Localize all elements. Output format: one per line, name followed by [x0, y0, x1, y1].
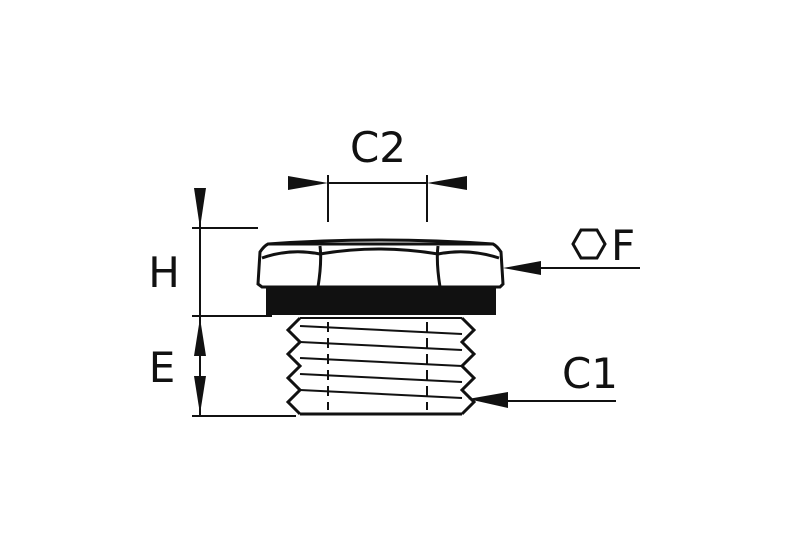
e-label: E	[149, 343, 176, 392]
e-arrow-top	[194, 318, 206, 356]
thread-crest-3	[299, 357, 463, 367]
hex-flat-edge-left	[316, 245, 323, 288]
callout-f: F	[503, 221, 640, 275]
h-label: H	[148, 248, 180, 297]
hexagon-icon	[571, 228, 607, 260]
c2-arrow-left	[288, 176, 328, 190]
thread-profile-left	[285, 316, 303, 416]
sealing-washer	[266, 288, 496, 315]
dimension-e: E	[149, 316, 296, 417]
f-label: F	[611, 221, 635, 270]
dimension-h: H	[148, 188, 272, 317]
thread-crest-4	[299, 373, 463, 383]
hex-face-curve-right	[437, 250, 500, 260]
c2-label: C2	[350, 123, 406, 172]
hex-head-top-chamfer	[267, 238, 494, 246]
c2-arrow-right	[427, 176, 467, 190]
dimension-c2: C2	[288, 123, 467, 222]
thread-crest-2	[299, 341, 463, 351]
h-arrow-top	[194, 188, 206, 228]
hex-flat-edge-right	[435, 245, 442, 288]
hex-face-curve-center	[319, 247, 439, 256]
f-arrow	[503, 261, 541, 275]
c1-label: C1	[562, 349, 618, 398]
c1-arrow	[468, 392, 508, 408]
e-arrow-bottom	[194, 376, 206, 414]
hex-head	[256, 238, 505, 289]
thread-crest-5	[299, 389, 463, 399]
hex-head-outline	[256, 242, 505, 289]
threaded-body	[285, 316, 477, 416]
thread-crest-1	[299, 325, 463, 335]
hex-face-curve-left	[261, 250, 321, 260]
callout-c1: C1	[468, 349, 618, 408]
